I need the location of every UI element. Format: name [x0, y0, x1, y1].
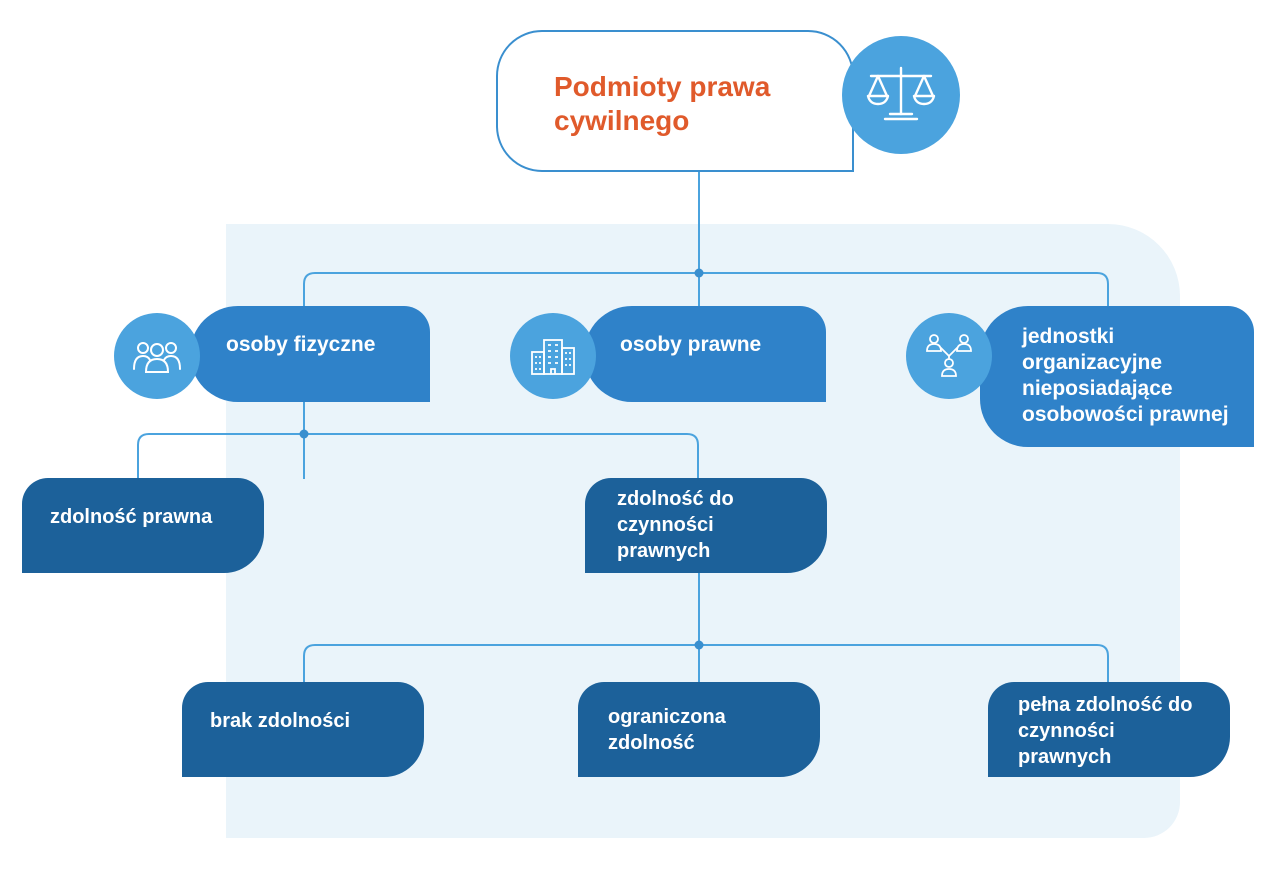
capacity-zdolnosc-prawna: zdolność prawna: [22, 478, 264, 573]
capacity-label: zdolność prawna: [50, 506, 213, 528]
scales-of-justice-icon: [866, 66, 936, 121]
connector-capacity-bar: [137, 433, 699, 478]
capacity-zdolnosc-do-czynnosci: zdolność do czynności prawnych: [585, 478, 827, 573]
category-jednostki-organizacyjne: jednostki organizacyjne nieposiadające o…: [980, 306, 1254, 447]
capacity-label: zdolność do czynności prawnych: [617, 488, 734, 562]
junction-dot: [299, 429, 309, 439]
level-pelna-zdolnosc: pełna zdolność do czynności prawnych: [988, 682, 1230, 777]
persons-icon-circle: [906, 313, 992, 399]
connected-persons-icon: [926, 334, 972, 377]
level-label: ograniczona zdolność: [608, 706, 726, 754]
level-label: brak zdolności: [210, 710, 351, 732]
level-label: pełna zdolność do czynności prawnych: [1018, 694, 1193, 768]
people-group-icon: [133, 342, 181, 373]
office-buildings-icon: [531, 339, 575, 375]
category-osoby-fizyczne: osoby fizyczne: [190, 306, 430, 402]
category-osoby-prawne: osoby prawne: [584, 306, 826, 402]
level-brak-zdolnosci: brak zdolności: [182, 682, 424, 777]
junction-dot: [694, 268, 704, 278]
connector-level-bar: [303, 644, 1109, 682]
scales-icon-circle: [842, 36, 960, 154]
category-label: jednostki organizacyjne nieposiadające o…: [1022, 325, 1229, 426]
category-label: osoby fizyczne: [226, 333, 376, 356]
category-label: osoby prawne: [620, 333, 762, 356]
root-node: Podmioty prawa cywilnego: [496, 30, 854, 172]
junction-dot: [694, 640, 704, 650]
people-icon-circle: [114, 313, 200, 399]
level-ograniczona-zdolnosc: ograniczona zdolność: [578, 682, 820, 777]
root-title: Podmioty prawa cywilnego: [554, 71, 771, 136]
buildings-icon-circle: [510, 313, 596, 399]
connector-category-bar: [303, 272, 1109, 306]
